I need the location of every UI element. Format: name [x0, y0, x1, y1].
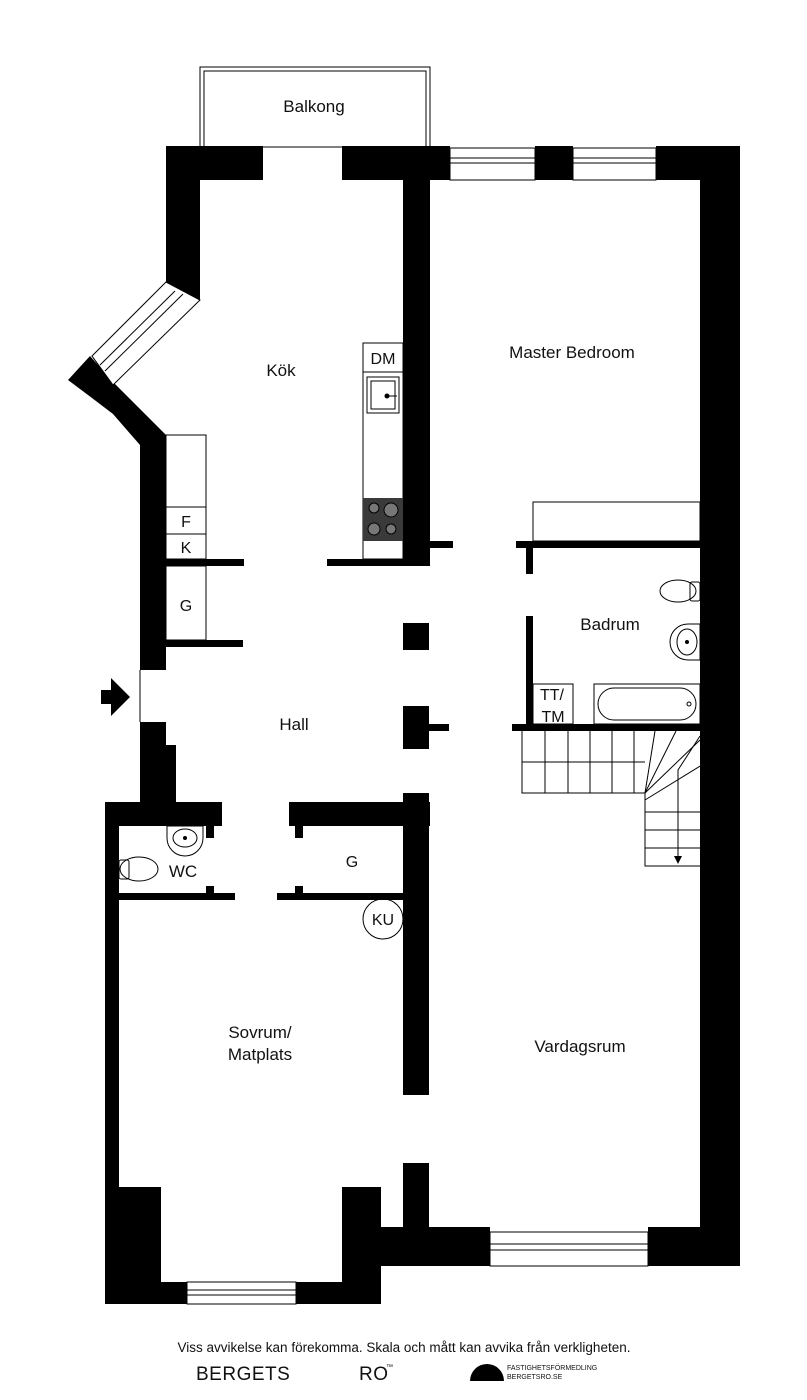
label-sovrum-line2: Matplats	[228, 1045, 292, 1064]
brand-tm: ™	[386, 1364, 393, 1371]
label-master-bedroom: Master Bedroom	[509, 343, 635, 362]
kitchen-fixtures	[165, 342, 404, 641]
brand-logo-icon	[470, 1364, 504, 1381]
label-kok: Kök	[266, 361, 296, 380]
stove-icon	[363, 498, 403, 541]
windows	[91, 147, 657, 1305]
label-dm: DM	[371, 351, 396, 368]
label-f: F	[181, 514, 191, 531]
label-sovrum-line1: Sovrum/	[228, 1023, 292, 1042]
bathroom-fixtures	[532, 579, 701, 725]
label-balkong: Balkong	[283, 97, 344, 116]
toilet-icon	[118, 856, 159, 882]
bathtub-icon	[593, 683, 701, 725]
balcony	[199, 66, 431, 148]
entrance-arrow-icon	[101, 678, 130, 716]
wc-fixtures	[118, 825, 404, 940]
label-g-hall: G	[346, 854, 358, 871]
stairs-icon	[521, 730, 711, 867]
room-labels: Balkong Kök Master Bedroom Hall Badrum W…	[169, 97, 640, 1064]
label-hall: Hall	[279, 715, 308, 734]
disclaimer: Viss avvikelse kan förekomma. Skala och …	[178, 1340, 631, 1355]
brand-right: RO	[359, 1364, 389, 1385]
walls	[68, 146, 740, 1304]
wardrobe	[532, 501, 701, 542]
fixture-labels: DM F K G G TT/ TM KU	[180, 351, 565, 929]
agency-line1: FASTIGHETSFÖRMEDLING	[507, 1364, 597, 1372]
entrance	[101, 670, 141, 722]
label-vardagsrum: Vardagsrum	[534, 1037, 625, 1056]
washbasin-icon	[669, 623, 701, 661]
label-g-kok: G	[180, 598, 192, 615]
label-wc: WC	[169, 862, 197, 881]
brand-left: BERGETS	[196, 1364, 290, 1385]
label-k: K	[181, 540, 192, 557]
label-ku: KU	[372, 912, 394, 929]
label-tt: TT/	[540, 687, 565, 704]
sink-icon	[366, 376, 400, 414]
agency-line2: BERGETSRO.SE	[507, 1374, 563, 1381]
washbasin-icon	[166, 825, 204, 857]
label-badrum: Badrum	[580, 615, 640, 634]
footer: Viss avvikelse kan förekomma. Skala och …	[178, 1340, 631, 1385]
ku-circle	[362, 898, 404, 940]
label-tm: TM	[541, 709, 564, 726]
toilet-icon	[659, 579, 701, 603]
